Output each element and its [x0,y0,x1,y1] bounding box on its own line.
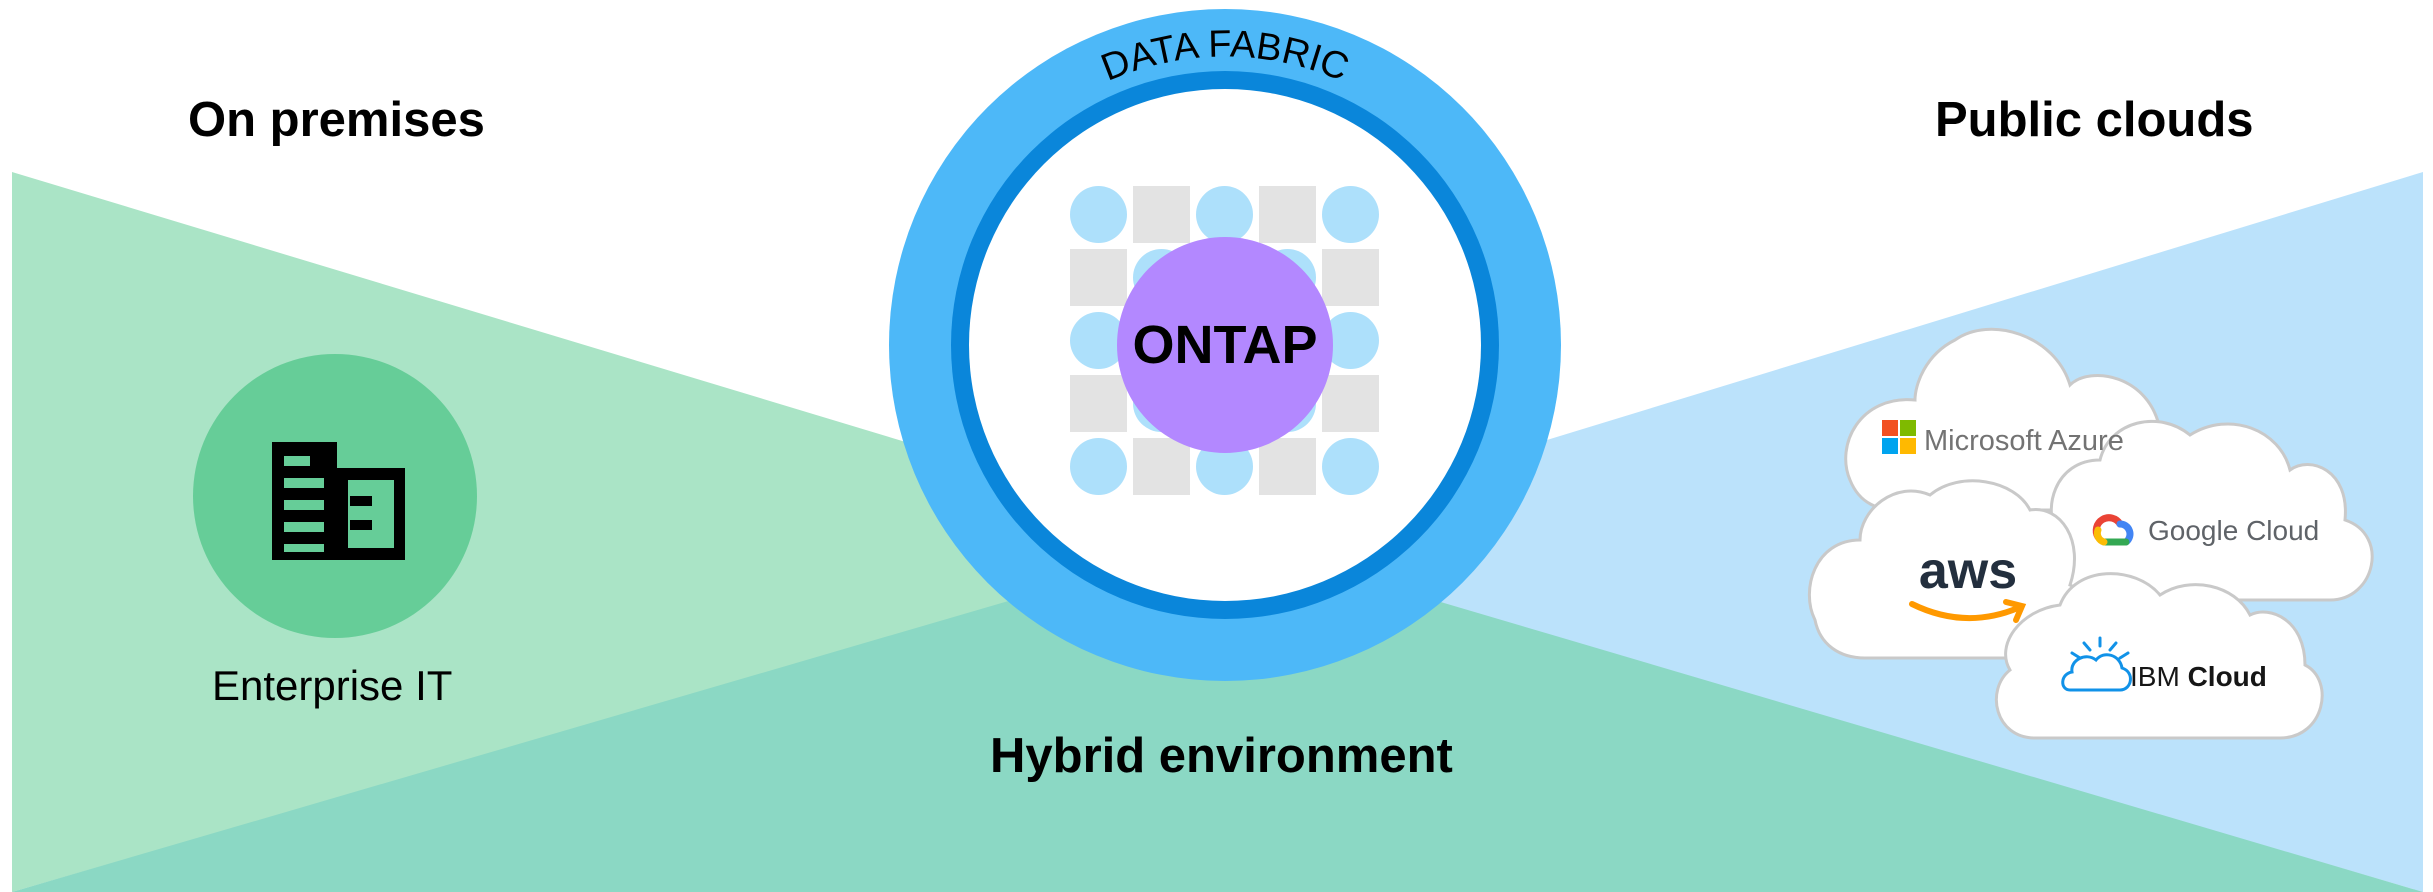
on-premises-heading: On premises [188,93,485,147]
cloud-ibm [1994,572,2324,740]
grid-circle [1322,186,1379,243]
aws-label: aws [1919,542,2017,600]
on-premises-region [12,172,1230,892]
public-clouds-heading: Public clouds [1935,93,2254,147]
grid-square [1070,249,1127,306]
grid-circle [1322,438,1379,495]
aws-smile-icon [1909,599,2027,623]
ontap-circle [1117,237,1333,453]
google-cloud-logo-icon [2092,514,2134,546]
grid-circle [1196,438,1253,495]
grid-square [1259,186,1316,243]
hybrid-region [12,538,2423,892]
grid-square [1133,186,1190,243]
ontap-label: ONTAP [1133,315,1318,375]
grid-circle [1196,186,1253,243]
hybrid-environment-heading: Hybrid environment [990,729,1453,783]
grid-circle [1322,312,1379,369]
grid-square [1133,438,1190,495]
grid-square [1322,249,1379,306]
grid-circle [1070,312,1127,369]
grid-square [1070,375,1127,432]
grid-circle [1070,186,1127,243]
grid-square [1259,438,1316,495]
grid-circle [1070,438,1127,495]
enterprise-it-label: Enterprise IT [212,662,453,709]
ibm-cloud-logo-icon [2061,636,2132,692]
azure-label: Microsoft Azure [1924,425,2124,457]
microsoft-logo-icon [1882,420,1916,454]
building-icon [272,442,405,560]
ibm-cloud-label: IBM Cloud [2130,661,2267,692]
google-cloud-label: Google Cloud [2148,515,2319,546]
grid-square [1322,375,1379,432]
